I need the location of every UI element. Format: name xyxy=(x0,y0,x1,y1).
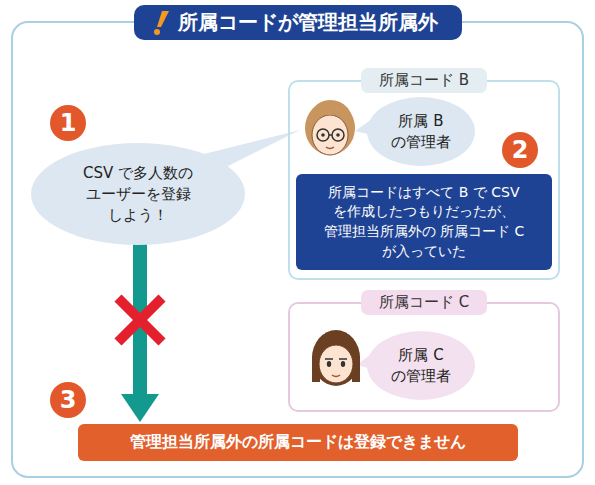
mouth xyxy=(332,375,340,377)
bubble-shape xyxy=(31,143,245,245)
face xyxy=(312,115,348,155)
outer-frame xyxy=(12,22,583,477)
icon-dot xyxy=(154,29,160,35)
warning-icon xyxy=(152,10,170,36)
panel-heading: 所属コード C xyxy=(361,290,487,315)
bubble-outline xyxy=(366,96,476,167)
title-banner: 所属コードが管理担当所属外 xyxy=(134,5,462,40)
title-text: 所属コードが管理担当所属外 xyxy=(178,9,438,36)
person-c-avatar xyxy=(312,330,360,386)
arrow-head xyxy=(121,394,159,422)
bubble-shape xyxy=(367,331,475,400)
result-bar: 管理担当所属外の所属コードは登録できません xyxy=(78,424,518,461)
icon-bar xyxy=(157,11,169,27)
callout-number: 3 xyxy=(50,382,86,418)
node-text: 管理担当所属外の所属コードは登録できません xyxy=(86,431,510,453)
eye xyxy=(341,361,345,367)
hair xyxy=(305,101,355,155)
node-text: 所属 C の管理者 xyxy=(389,345,454,387)
cross-stroke xyxy=(118,298,162,342)
node-text: 所属コードはすべて B で CSV を作成したつもりだったが、 管理担当所属外の… xyxy=(304,183,544,261)
group-panel: 所属コード C所属 C の管理者 xyxy=(288,302,560,412)
glasses xyxy=(332,129,344,141)
bubble-outline xyxy=(366,330,476,401)
node-text: CSV で多人数の ユーザーを登録 しよう！ xyxy=(67,163,209,226)
bangs xyxy=(313,331,359,360)
hair xyxy=(312,356,320,382)
bubble-shape xyxy=(367,97,475,166)
speech-bubble: 所属 B の管理者 xyxy=(366,96,476,167)
group-panel: 所属コード B所属 B の管理者所属コードはすべて B で CSV を作成したつ… xyxy=(288,80,560,280)
eyelash xyxy=(325,358,347,359)
person-b-avatar xyxy=(305,100,355,155)
speech-bubble: CSV で多人数の ユーザーを登録 しよう！ xyxy=(30,142,246,246)
cross-mark xyxy=(118,298,162,342)
speech-bubble: 所属 C の管理者 xyxy=(366,330,476,401)
face xyxy=(319,345,353,383)
bangs xyxy=(306,100,355,130)
eye xyxy=(321,133,325,137)
panel-heading: 所属コード B xyxy=(361,68,487,93)
cross-stroke xyxy=(118,298,162,342)
glasses xyxy=(317,129,329,141)
node-text: 所属 B の管理者 xyxy=(389,111,454,153)
glasses-bridge xyxy=(329,134,332,136)
eye xyxy=(327,361,331,367)
mouth xyxy=(326,147,334,149)
eye xyxy=(336,133,340,137)
callout-number: 2 xyxy=(502,132,538,168)
note-box: 所属コードはすべて B で CSV を作成したつもりだったが、 管理担当所属外の… xyxy=(296,174,552,270)
hair xyxy=(352,356,360,382)
hair xyxy=(312,330,360,386)
callout-number: 1 xyxy=(50,105,86,141)
